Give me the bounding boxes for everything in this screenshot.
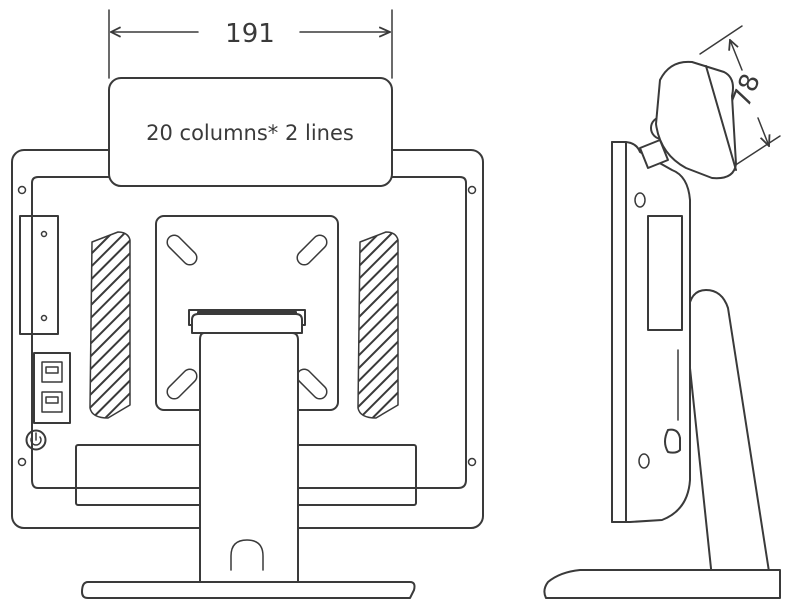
vesa-slot [166,368,198,400]
usb-port [41,391,63,413]
vesa-slot [166,234,198,266]
vent-hatch [90,232,130,418]
inner-panel [31,176,467,489]
side-monitor-body [611,141,691,523]
side-bracket [647,215,683,331]
depth-extension-bottom [733,135,781,167]
screw-hole [17,457,27,467]
power-icon[interactable] [25,429,47,451]
depth-arrow-bottom [757,117,769,146]
vent-outline [357,231,399,419]
width-value: 191 [225,19,275,49]
side-bracket [19,215,59,335]
vent-left [89,231,131,419]
side-view: 78 [543,25,781,599]
side-screw [638,453,650,469]
usb-panel [33,352,71,424]
stand-top [191,313,303,334]
usb-port-icon [33,352,71,424]
side-screw [634,192,646,208]
bracket-screw [40,230,48,238]
usb-port-slot [45,396,59,404]
customer-display [108,77,393,187]
screw-hole [467,457,477,467]
bracket-screw [40,314,48,322]
vesa-slot [296,234,328,266]
depth-extension-top [699,25,743,55]
width-dimension: 191 [108,9,393,79]
vesa-slot [296,368,328,400]
screw-hole [17,185,27,195]
usb-port [41,361,63,383]
vent-right [357,231,399,419]
stand-base [81,581,416,599]
side-stand-base [543,569,781,599]
screw-hole [467,185,477,195]
side-bezel [611,141,627,523]
side-knob [664,428,681,454]
stand-neck [199,332,299,583]
depth-arrow-top [730,40,743,71]
side-stand-neck [685,289,771,579]
side-customer-display [655,60,737,180]
cable-hole [230,539,264,571]
hinge-block [639,139,669,169]
power-symbol-arc [30,436,42,446]
usb-port-slot [45,366,59,374]
back-view: 191 [11,9,484,599]
display-label: 20 columns* 2 lines [146,121,354,145]
vent-outline [89,231,131,419]
vent-hatch [358,232,398,418]
power-button[interactable] [25,429,47,451]
display-face [705,65,737,171]
